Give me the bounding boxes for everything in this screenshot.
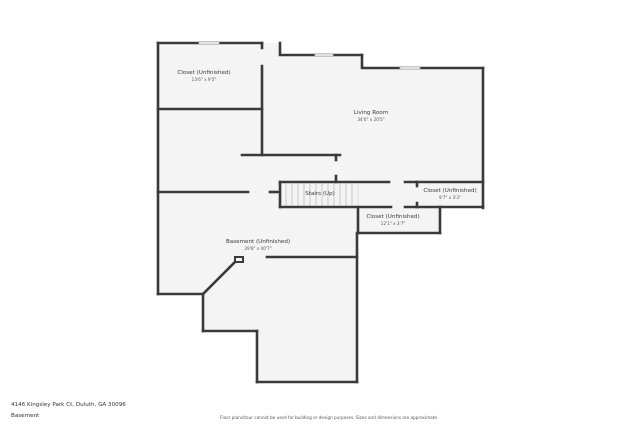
walls xyxy=(156,41,485,384)
room-label-living-room: Living Room 34'6" x 20'5" xyxy=(354,110,388,122)
room-dimensions: 12'1" x 3'7" xyxy=(380,221,406,226)
window-living-2 xyxy=(399,66,421,70)
room-label-closet-1: Closet (Unfinished) 13'6" x 9'5" xyxy=(177,70,230,82)
floor-area xyxy=(158,43,483,382)
room-label-stairs: Stairs (Up) xyxy=(305,191,335,198)
room-name: Basement (Unfinished) xyxy=(225,239,291,245)
room-name: Closet (Unfinished) xyxy=(177,70,231,76)
windows xyxy=(198,41,421,70)
room-label-closet-3: Closet (Unfinished) 12'1" x 3'7" xyxy=(366,214,419,226)
room-name: Closet (Unfinished) xyxy=(423,188,477,194)
stair-treads xyxy=(285,183,359,206)
room-name: Living Room xyxy=(353,110,389,116)
disclaimer: Floor plans/tour cannot be used for buil… xyxy=(220,415,439,420)
room-dimensions: 13'6" x 9'5" xyxy=(191,77,217,82)
floor-name: Basement xyxy=(11,413,40,419)
room-name: Stairs (Up) xyxy=(305,191,335,197)
room-dimensions: 29'8" x 40'7" xyxy=(244,246,272,251)
window-closet xyxy=(198,41,220,45)
room-label-basement: Basement (Unfinished) 29'8" x 40'7" xyxy=(226,239,290,251)
room-name: Closet (Unfinished) xyxy=(366,214,420,220)
property-address: 4146 Kingsley Park Ct, Duluth, GA 30096 xyxy=(11,402,126,408)
room-label-closet-2: Closet (Unfinished) 9'7" x 3'3" xyxy=(423,188,476,200)
window-living-1 xyxy=(314,53,334,57)
room-dimensions: 34'6" x 20'5" xyxy=(357,117,385,122)
room-dimensions: 9'7" x 3'3" xyxy=(439,195,461,200)
